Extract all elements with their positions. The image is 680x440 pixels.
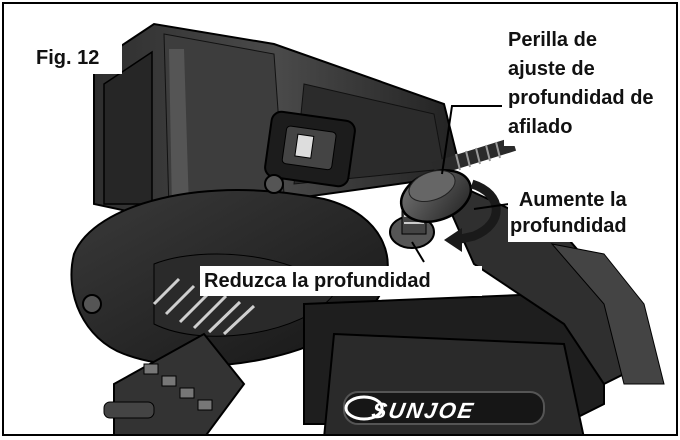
decrease-depth-label: Reduzca la profundidad xyxy=(204,270,431,292)
chain-vise xyxy=(103,332,246,434)
sharpener-illustration xyxy=(30,22,674,434)
depth-adjustment-knob xyxy=(389,169,473,249)
fig-label-background xyxy=(30,44,122,74)
power-switch-housing xyxy=(264,110,356,188)
brand-logo: SUNJOE xyxy=(369,398,477,423)
increase-depth-arrow xyxy=(444,179,501,252)
decrease-callout-leader xyxy=(411,241,425,263)
increase-label-background xyxy=(508,184,670,242)
knob-callout-leader xyxy=(441,105,502,175)
knob-callout-label: Perilla de ajuste de profundidad de afil… xyxy=(508,29,654,138)
adjustment-threaded-rod xyxy=(431,137,517,176)
base-body xyxy=(323,332,585,434)
figure-number: Fig. 12 xyxy=(36,47,100,69)
decrease-label-background xyxy=(200,266,482,296)
increase-callout-leader xyxy=(473,203,510,210)
increase-depth-label: Aumente la profundidad xyxy=(510,189,627,237)
knob-label-background xyxy=(504,22,674,146)
